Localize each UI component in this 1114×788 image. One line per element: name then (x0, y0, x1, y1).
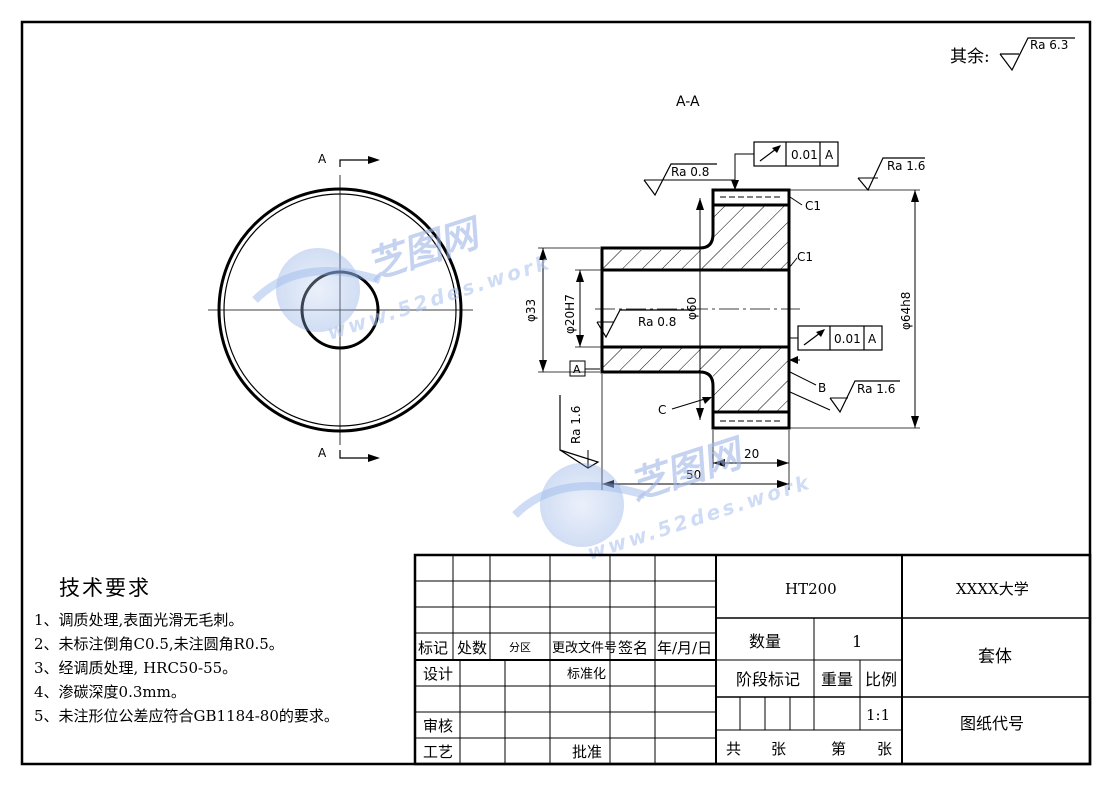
tolerance-top-datum: A (825, 148, 834, 162)
tolerance-right-datum: A (868, 332, 877, 346)
tb-drawing-no: 图纸代号 (960, 714, 1024, 733)
tb-school: XXXX大学 (956, 580, 1029, 598)
tolerance-right-value: 0.01 (834, 332, 861, 346)
section-marker-bottom: A (318, 446, 327, 460)
tech-requirements: 技术要求 1、调质处理,表面光滑无毛刺。 2、未标注倒角C0.5,未注圆角R0.… (34, 572, 414, 728)
tech-requirement-item: 2、未标注倒角C0.5,未注圆角R0.5。 (34, 635, 284, 653)
general-roughness-value: Ra 6.3 (1030, 38, 1068, 52)
tb-number: 第 (831, 740, 846, 758)
tb-approve: 批准 (572, 743, 602, 761)
tech-requirements-title: 技术要求 (59, 576, 151, 600)
tech-requirement-item: 5、未注形位公差应符合GB1184-80的要求。 (34, 707, 339, 725)
title-block (413, 553, 1092, 766)
dim-d20: φ20H7 (563, 294, 577, 334)
section-view: Ra 0.8 0.01 A Ra 1.6 C1 C1 Ra 0.8 0.01 A (524, 141, 925, 490)
tb-total: 共 (726, 740, 741, 758)
tb-review: 审核 (423, 717, 453, 735)
datum-a: A (573, 363, 581, 376)
tb-weight-label: 重量 (821, 670, 853, 689)
tb-header-mark: 标记 (418, 639, 448, 657)
roughness-top-left: Ra 0.8 (671, 165, 709, 179)
roughness-bore: Ra 0.8 (638, 315, 676, 329)
tb-process: 工艺 (423, 743, 453, 761)
tb-design: 设计 (423, 665, 453, 683)
tech-requirement-item: 1、调质处理,表面光滑无毛刺。 (34, 611, 244, 629)
tb-header-count: 处数 (457, 639, 487, 657)
tolerance-top-value: 0.01 (791, 148, 818, 162)
tb-header-sign: 签名 (618, 639, 648, 657)
section-marker-top: A (318, 152, 327, 166)
tb-quantity-label: 数量 (749, 632, 781, 651)
dim-d33: φ33 (524, 299, 538, 322)
tb-scale-label: 比例 (865, 670, 897, 689)
dim-d64: φ64h8 (899, 292, 913, 330)
tb-header-zone: 分区 (509, 641, 531, 654)
chamfer-top: C1 (805, 199, 821, 213)
dim-d60: φ60 (685, 297, 699, 320)
tb-standardize: 标准化 (567, 667, 606, 682)
tb-sheet: 张 (771, 740, 786, 758)
tb-quantity-value: 1 (852, 632, 862, 651)
roughness-left-face: Ra 1.6 (569, 406, 583, 444)
roughness-top-right: Ra 1.6 (887, 159, 925, 173)
tb-stage-label: 阶段标记 (736, 670, 800, 689)
leader-b: B (818, 381, 826, 395)
general-roughness-label: 其余: (950, 47, 990, 67)
tech-requirement-item: 3、经调质处理, HRC50-55。 (34, 659, 238, 677)
tb-sheet2: 张 (877, 740, 892, 758)
tech-requirement-item: 4、渗碳深度0.3mm。 (34, 683, 186, 701)
tb-header-date: 年/月/日 (657, 639, 712, 657)
dim-w50: 50 (686, 468, 701, 482)
section-title: A-A (676, 94, 700, 110)
dim-w20: 20 (744, 447, 759, 461)
leader-c: C (658, 403, 666, 417)
general-roughness: 其余: Ra 6.3 (950, 37, 1075, 72)
chamfer-mid: C1 (797, 250, 813, 264)
tb-material: HT200 (785, 580, 837, 598)
tb-part-name: 套体 (978, 647, 1012, 667)
watermark-1: 芝图网 www.52des.work (252, 210, 554, 345)
tb-header-doc: 更改文件号 (552, 641, 617, 656)
roughness-right-face: Ra 1.6 (857, 382, 895, 396)
tb-scale-value: 1:1 (866, 706, 890, 724)
